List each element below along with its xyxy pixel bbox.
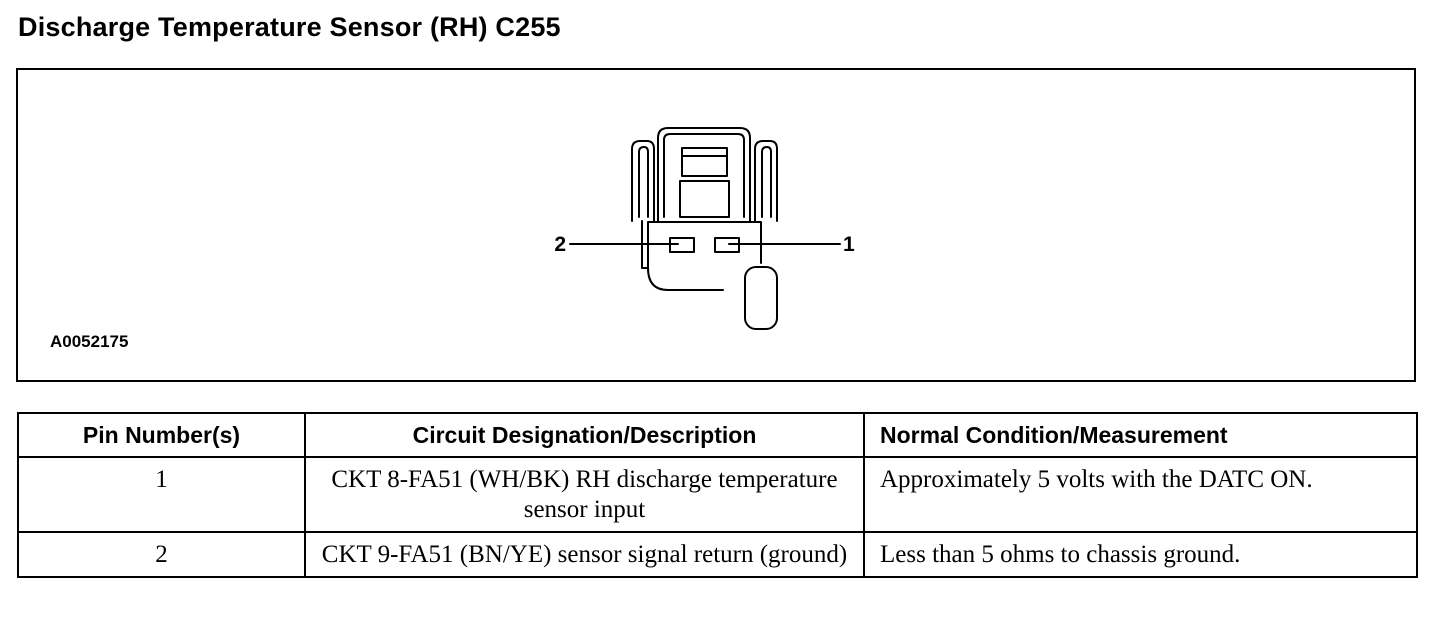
page-title: Discharge Temperature Sensor (RH) C255 [18,12,561,42]
pin-table: Pin Number(s) Circuit Designation/Descri… [17,412,1418,578]
housing-inner-outline [663,133,745,218]
connector-base [647,267,724,291]
connector-housing [657,127,751,222]
pin-label-2: 2 [554,233,566,256]
table-header-row: Pin Number(s) Circuit Designation/Descri… [17,412,1418,458]
table-row: 1 CKT 8-FA51 (WH/BK) RH discharge temper… [17,456,1418,533]
right-latch [754,140,778,222]
pin-label-1: 1 [843,233,855,256]
connector-drawing: 2 1 [554,127,855,330]
header-pin-number: Pin Number(s) [17,412,306,458]
measurement-cell: Less than 5 ohms to chassis ground. [863,531,1418,578]
locking-tab [681,147,728,177]
connector-diagram: 2 1 A0052175 [16,68,1416,382]
circuit-description-cell: CKT 9-FA51 (BN/YE) sensor signal return … [304,531,865,578]
locking-window [679,180,730,218]
measurement-cell: Approximately 5 volts with the DATC ON. [863,456,1418,533]
circuit-description-cell: CKT 8-FA51 (WH/BK) RH discharge temperat… [304,456,865,533]
pin-number-cell: 2 [17,531,306,578]
header-normal-condition: Normal Condition/Measurement [863,412,1418,458]
figure-id: A0052175 [50,332,129,351]
pin-number-cell: 1 [17,456,306,533]
left-latch [631,140,655,222]
wire-tail [744,266,778,330]
table-row: 2 CKT 9-FA51 (BN/YE) sensor signal retur… [17,531,1418,578]
header-circuit-description: Circuit Designation/Description [304,412,865,458]
